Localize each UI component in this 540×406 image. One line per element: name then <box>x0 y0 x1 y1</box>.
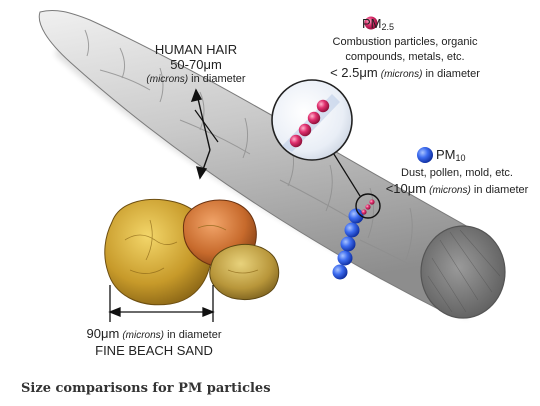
pm10-desc-line1: Dust, pollen, mold, etc. <box>401 167 513 179</box>
pm10-label: PM10 Dust, pollen, mold, etc. <10μm (mic… <box>382 147 532 198</box>
pm25-size-line: < 2.5μm (microns) in diameter <box>330 65 480 80</box>
magnifier-ring-small <box>355 193 381 219</box>
pm10-particle <box>348 208 364 224</box>
human-hair-label: HUMAN HAIR 50-70μm (microns) in diameter <box>136 42 256 87</box>
pm10-particle <box>344 222 360 238</box>
sand-label: 90μm (microns) in diameter FINE BEACH SA… <box>66 326 242 358</box>
pm25-name: PM2.5 <box>362 16 395 32</box>
pm25-particle <box>316 99 330 113</box>
pm10-particle <box>337 250 353 266</box>
pm25-desc-line2: compounds, metals, etc. <box>345 51 465 63</box>
pm25-label: PM2.5 Combustion particles, organic comp… <box>300 16 510 82</box>
pm25-particle <box>298 123 312 137</box>
human-hair-title: HUMAN HAIR <box>154 42 238 57</box>
sand-grains <box>104 199 280 306</box>
sand-size-line: 90μm (microns) in diameter <box>86 326 222 341</box>
pm10-size-line: <10μm (microns) in diameter <box>385 181 529 196</box>
human-hair-unit-line: (microns) in diameter <box>146 73 246 85</box>
pm25-particle-chain-magnified <box>289 99 330 148</box>
pm10-particle <box>332 264 348 280</box>
pm25-particle <box>289 134 303 148</box>
figure-caption: Size comparisons for PM particles <box>21 381 271 396</box>
pm10-name: PM10 <box>436 147 466 163</box>
sand-title: FINE BEACH SAND <box>95 343 213 358</box>
pm10-particle <box>340 236 356 252</box>
hair-diameter-marker <box>190 88 219 180</box>
human-hair-size: 50-70μm <box>170 57 222 72</box>
sand-diameter-marker <box>108 285 215 322</box>
sand-grain-small <box>209 243 280 301</box>
pm25-particle <box>307 111 321 125</box>
pm25-desc-line1: Combustion particles, organic <box>332 36 478 48</box>
hair-cross-section <box>420 225 506 319</box>
pm25-particle-chain-small <box>361 199 375 215</box>
hair-cross-section-texture <box>427 229 501 313</box>
pm10-particle-chain <box>332 208 364 280</box>
pm10-legend-dot <box>417 147 433 163</box>
pm25-legend-dot <box>364 16 378 30</box>
